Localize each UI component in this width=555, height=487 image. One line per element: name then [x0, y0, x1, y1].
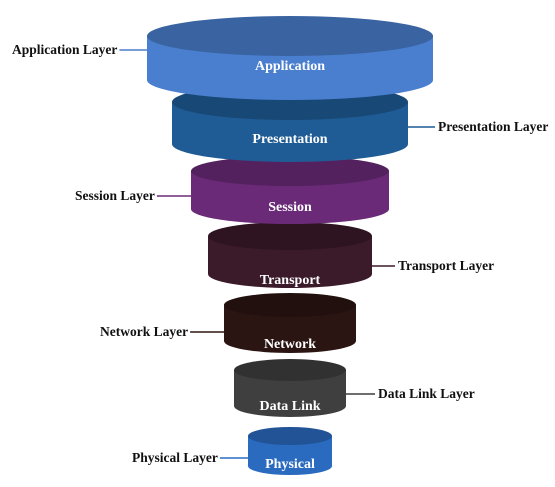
- physical-side-label: Physical Layer: [132, 450, 218, 465]
- layer-transport: Transport Transport Layer: [208, 222, 494, 288]
- physical-disc-top: [248, 427, 332, 445]
- transport-side-label: Transport Layer: [398, 258, 494, 273]
- layer-data-link: Data Link Data Link Layer: [234, 359, 475, 417]
- physical-disc-body: [248, 436, 332, 475]
- session-side-label: Session Layer: [75, 188, 155, 203]
- network-side-label: Network Layer: [100, 324, 188, 339]
- presentation-disc-label: Presentation: [252, 132, 327, 147]
- session-disc-body: [191, 171, 389, 224]
- data-link-disc-top: [234, 359, 346, 381]
- layer-application: Application Application Layer: [12, 16, 433, 100]
- data-link-disc-label: Data Link: [259, 399, 320, 414]
- layer-physical: Physical Physical Layer: [132, 427, 332, 475]
- transport-disc-top: [208, 222, 372, 250]
- presentation-side-label: Presentation Layer: [438, 119, 548, 134]
- session-disc-label: Session: [268, 200, 312, 215]
- network-disc-label: Network: [264, 337, 316, 352]
- physical-disc-label: Physical: [265, 457, 315, 472]
- application-disc-label: Application: [255, 59, 325, 74]
- layer-session: Session Session Layer: [75, 156, 389, 224]
- application-disc-top: [147, 16, 433, 56]
- data-link-side-label: Data Link Layer: [378, 386, 475, 401]
- transport-disc-label: Transport: [260, 273, 321, 288]
- network-disc-body: [224, 305, 356, 353]
- network-disc-top: [224, 293, 356, 317]
- application-side-label: Application Layer: [12, 42, 117, 57]
- layer-network: Network Network Layer: [100, 293, 356, 353]
- transport-disc-body: [208, 236, 372, 288]
- data-link-disc-body: [234, 370, 346, 417]
- session-disc-top: [191, 156, 389, 186]
